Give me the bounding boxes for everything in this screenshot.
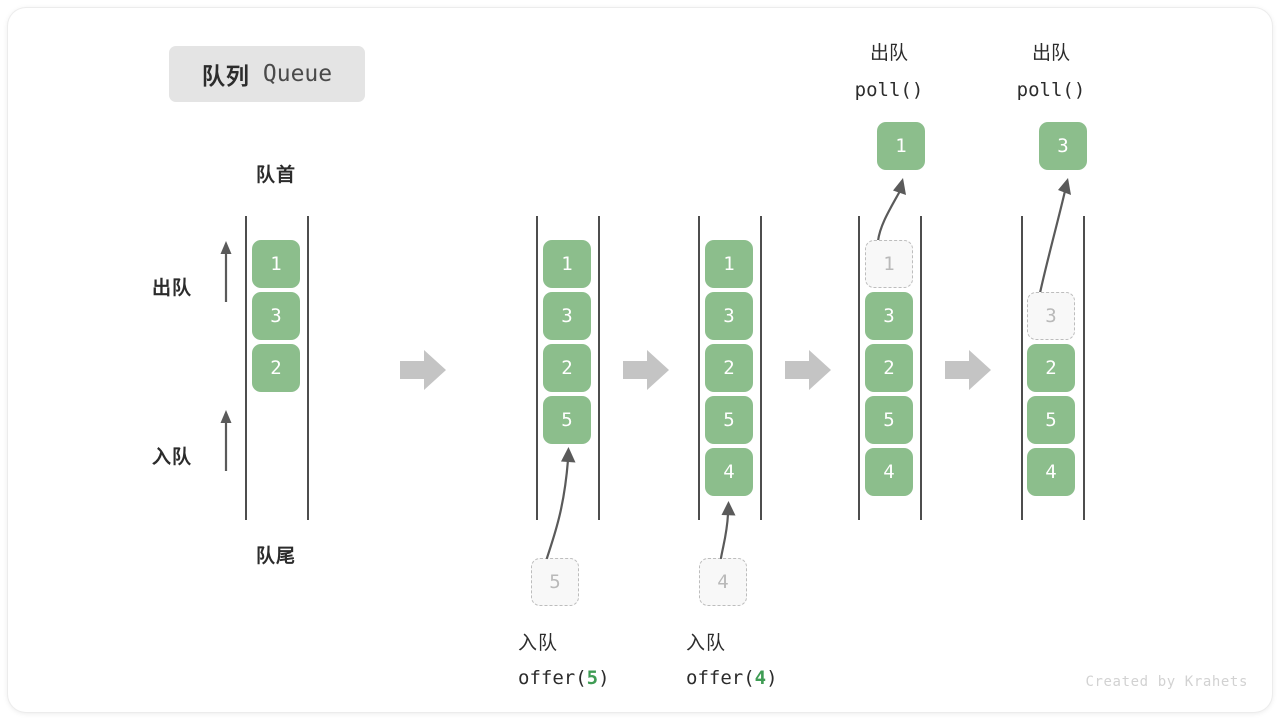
- enqueue-arrow-icon: [220, 410, 232, 471]
- caption-cn: 出队: [869, 43, 908, 64]
- cell-value: 5: [543, 396, 591, 444]
- cell-col1-2: 2: [252, 344, 300, 392]
- caption-fn-close: ): [598, 667, 610, 689]
- ghost-cell-col3: 4: [699, 558, 747, 606]
- cell-col3-2: 2: [705, 344, 753, 392]
- title-badge: 队列 Queue: [169, 46, 365, 102]
- cell-col2-3: 5: [543, 396, 591, 444]
- rail-left-col3: [698, 216, 700, 520]
- cell-col4-0: 3: [865, 292, 913, 340]
- caption-fn: poll(): [1016, 79, 1086, 101]
- cell-col3-4: 4: [705, 448, 753, 496]
- cell-value: 1: [705, 240, 753, 288]
- cell-value: 2: [1027, 344, 1075, 392]
- rail-right-col4: [920, 216, 922, 520]
- ghost-cell-col4: 1: [865, 240, 913, 288]
- enqueue-curve-arrow-icon-col2: [545, 447, 576, 560]
- cell-col3-1: 3: [705, 292, 753, 340]
- caption-fn-arg: 4: [754, 667, 767, 689]
- cell-value: 2: [252, 344, 300, 392]
- flow-arrow-icon-1: [400, 350, 446, 390]
- rail-left-col4: [858, 216, 860, 520]
- cell-col1-1: 3: [252, 292, 300, 340]
- poll-curve-arrow-icon-col4: [876, 178, 906, 243]
- rail-right-col3: [760, 216, 762, 520]
- caption-fn: poll(): [854, 79, 924, 101]
- dequeue-side-label: 出队: [152, 278, 193, 299]
- cell-value: 5: [705, 396, 753, 444]
- rail-left-col1: [245, 216, 247, 520]
- cell-col4-3: 4: [865, 448, 913, 496]
- rail-right-col2: [598, 216, 600, 520]
- cell-col2-0: 1: [543, 240, 591, 288]
- rail-right-col5: [1083, 216, 1085, 520]
- cell-col5-1: 5: [1027, 396, 1075, 444]
- diagram-stage: 队列 Queue 队首 队尾 1 3 2 出队 入队 1 3 2 5: [8, 8, 1272, 712]
- enqueue-curve-arrow-icon-col3: [719, 501, 736, 560]
- title-cn: 队列: [201, 63, 250, 89]
- ghost-cell-value: 3: [1027, 292, 1075, 340]
- queue-tail-label: 队尾: [255, 546, 296, 567]
- diagram-frame: 队列 Queue 队首 队尾 1 3 2 出队 入队 1 3 2 5: [8, 8, 1272, 712]
- cell-value: 5: [1027, 396, 1075, 444]
- ghost-cell-value: 5: [531, 558, 579, 606]
- cell-col5-0: 2: [1027, 344, 1075, 392]
- caption-fn-arg: 5: [586, 667, 599, 689]
- cell-value: 4: [865, 448, 913, 496]
- cell-value: 1: [543, 240, 591, 288]
- cell-value: 1: [252, 240, 300, 288]
- dequeue-arrow-icon: [220, 241, 232, 302]
- ghost-cell-value: 4: [699, 558, 747, 606]
- ghost-cell-col5: 3: [1027, 292, 1075, 340]
- cell-col4-1: 2: [865, 344, 913, 392]
- cell-value: 3: [865, 292, 913, 340]
- cell-col2-2: 2: [543, 344, 591, 392]
- cell-value: 3: [705, 292, 753, 340]
- poll-output-cell-col4: 1: [877, 122, 925, 170]
- caption-poll-col4: 出队 poll(): [819, 36, 959, 108]
- ghost-cell-value: 1: [865, 240, 913, 288]
- rail-right-col1: [307, 216, 309, 520]
- caption-poll-col5: 出队 poll(): [981, 36, 1121, 108]
- cell-value: 3: [252, 292, 300, 340]
- cell-value: 5: [865, 396, 913, 444]
- watermark-credit: Created by Krahets: [1085, 674, 1248, 690]
- caption-fn: offer(4): [686, 661, 778, 696]
- cell-value: 2: [543, 344, 591, 392]
- cell-col3-3: 5: [705, 396, 753, 444]
- cell-col4-2: 5: [865, 396, 913, 444]
- caption-fn: offer(5): [518, 661, 610, 696]
- cell-value: 4: [705, 448, 753, 496]
- caption-fn-name: offer(: [686, 667, 755, 689]
- flow-arrow-icon-2: [623, 350, 669, 390]
- flow-arrow-icon-4: [945, 350, 991, 390]
- cell-col1-0: 1: [252, 240, 300, 288]
- rail-left-col5: [1021, 216, 1023, 520]
- caption-cn: 入队: [518, 633, 559, 654]
- cell-col5-2: 4: [1027, 448, 1075, 496]
- caption-fn-name: offer(: [518, 667, 587, 689]
- queue-head-label: 队首: [255, 165, 296, 186]
- ghost-cell-col2: 5: [531, 558, 579, 606]
- caption-offer-5: 入队 offer(5): [518, 626, 610, 696]
- cell-value: 2: [865, 344, 913, 392]
- poll-output-cell-col5: 3: [1039, 122, 1087, 170]
- caption-offer-4: 入队 offer(4): [686, 626, 778, 696]
- cell-value: 2: [705, 344, 753, 392]
- cell-value: 4: [1027, 448, 1075, 496]
- caption-fn-close: ): [766, 667, 778, 689]
- rail-left-col2: [536, 216, 538, 520]
- caption-cn: 入队: [686, 633, 727, 654]
- flow-arrow-icon-3: [785, 350, 831, 390]
- cell-col3-0: 1: [705, 240, 753, 288]
- cell-value: 3: [1039, 122, 1087, 170]
- cell-value: 3: [543, 292, 591, 340]
- cell-col2-1: 3: [543, 292, 591, 340]
- poll-curve-arrow-icon-col5: [1038, 178, 1071, 295]
- caption-cn: 出队: [1031, 43, 1070, 64]
- enqueue-side-label: 入队: [152, 447, 193, 468]
- cell-value: 1: [877, 122, 925, 170]
- title-en: Queue: [262, 61, 333, 87]
